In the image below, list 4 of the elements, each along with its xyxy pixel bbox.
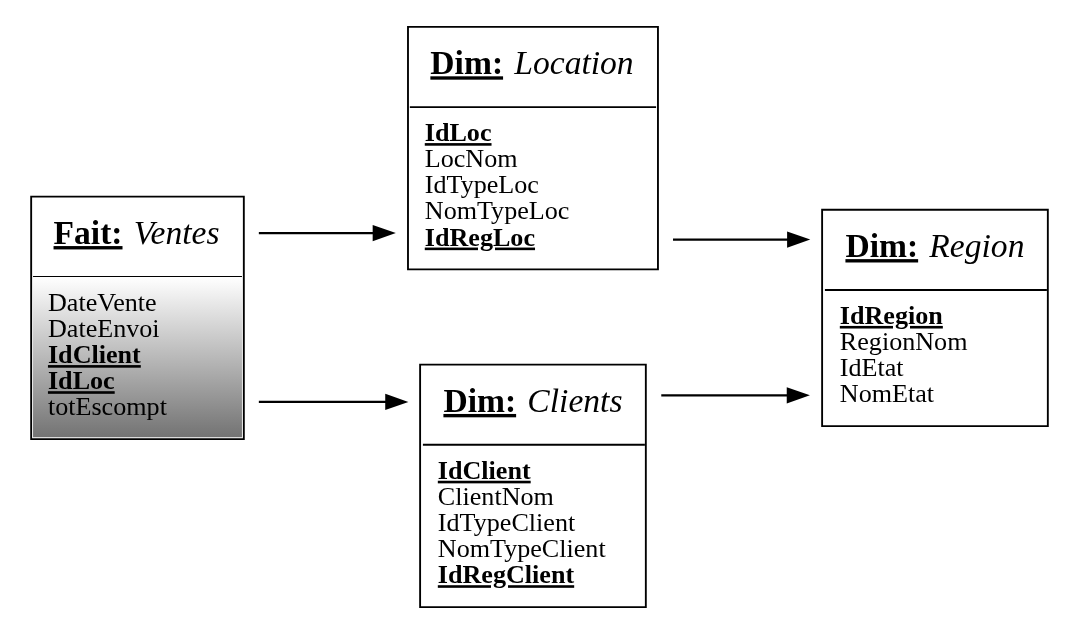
arrow [258,393,409,410]
arrow [258,224,396,241]
arrow [661,386,810,403]
arrow [673,231,811,248]
